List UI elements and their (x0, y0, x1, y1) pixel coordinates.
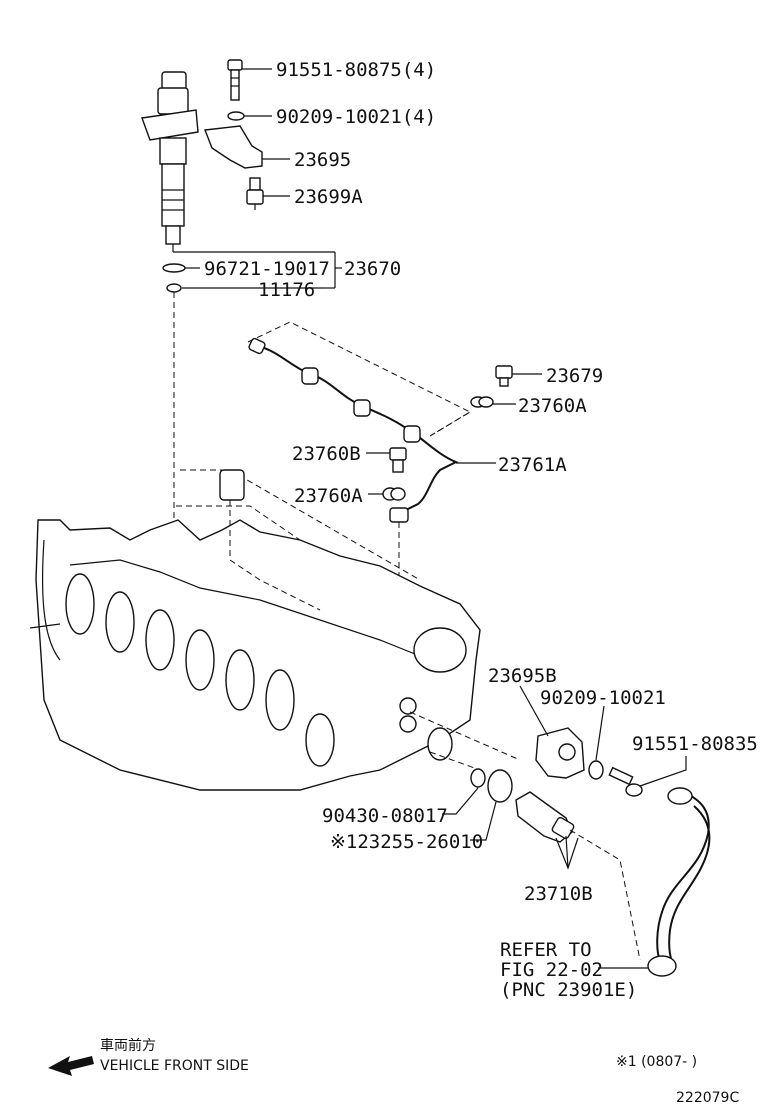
figure-code: 222079C (676, 1090, 739, 1106)
refer-text-3: (PNC 23901E) (500, 979, 637, 1001)
label-91551-80875: 91551-80875(4) (276, 59, 436, 81)
gasket-11176[interactable] (166, 283, 182, 293)
label-90209-10021-top: 90209-10021(4) (276, 106, 436, 128)
connector-23699A[interactable] (246, 177, 264, 210)
bolt-91551-80835[interactable] (608, 766, 643, 797)
label-23255-26010: ※123255-26010 (330, 831, 483, 853)
gasket-90430-08017[interactable] (470, 768, 486, 788)
gasket-23760A-bottom[interactable] (382, 487, 406, 501)
fuel-hose[interactable] (647, 787, 711, 977)
label-90430-08017: 90430-08017 (322, 805, 448, 827)
bolt-23679[interactable] (495, 365, 513, 387)
label-96721-19017: 96721-19017 (204, 258, 330, 280)
gasket-23760A-top[interactable] (470, 396, 494, 408)
label-11176: 11176 (258, 279, 315, 301)
label-23760B: 23760B (292, 443, 361, 465)
pressure-sensor-23710B[interactable] (515, 791, 575, 843)
label-23760A-top: 23760A (518, 395, 587, 417)
bracket-23695B[interactable] (535, 727, 585, 779)
label-23710B: 23710B (524, 883, 593, 905)
refer-text-1: REFER TO (500, 939, 592, 961)
label-23695B: 23695B (488, 665, 557, 687)
vehicle-front-jp: 車両前方 (100, 1037, 156, 1054)
cylinder-head (29, 469, 481, 791)
bolt-91551-80875[interactable] (227, 59, 243, 101)
washer-90209-10021[interactable] (227, 111, 245, 121)
fuel-injector[interactable] (141, 71, 199, 252)
injector-clamp-23695[interactable] (204, 125, 263, 169)
vehicle-front-side: VEHICLE FRONT SIDE (100, 1058, 249, 1074)
label-23761A: 23761A (498, 454, 567, 476)
front-arrow-icon (48, 1056, 94, 1076)
label-23760A-bottom: 23760A (294, 485, 363, 507)
label-23679: 23679 (546, 365, 603, 387)
label-91551-80835: 91551-80835 (632, 733, 758, 755)
washer-90209-10021-lower[interactable] (588, 760, 604, 780)
leak-off-pipe-23761A[interactable] (248, 337, 459, 523)
refer-text-2: FIG 22-02 (500, 959, 603, 981)
label-90209-10021-lower: 90209-10021 (540, 687, 666, 709)
o-ring-96721-19017[interactable] (162, 263, 186, 273)
seal-23255-26010[interactable] (487, 769, 513, 803)
label-23670: 23670 (344, 258, 401, 280)
bolt-23760B[interactable] (389, 447, 407, 473)
footnote: ※1 (0807- ) (616, 1054, 697, 1070)
label-23699A: 23699A (294, 186, 363, 208)
label-23695: 23695 (294, 149, 351, 171)
